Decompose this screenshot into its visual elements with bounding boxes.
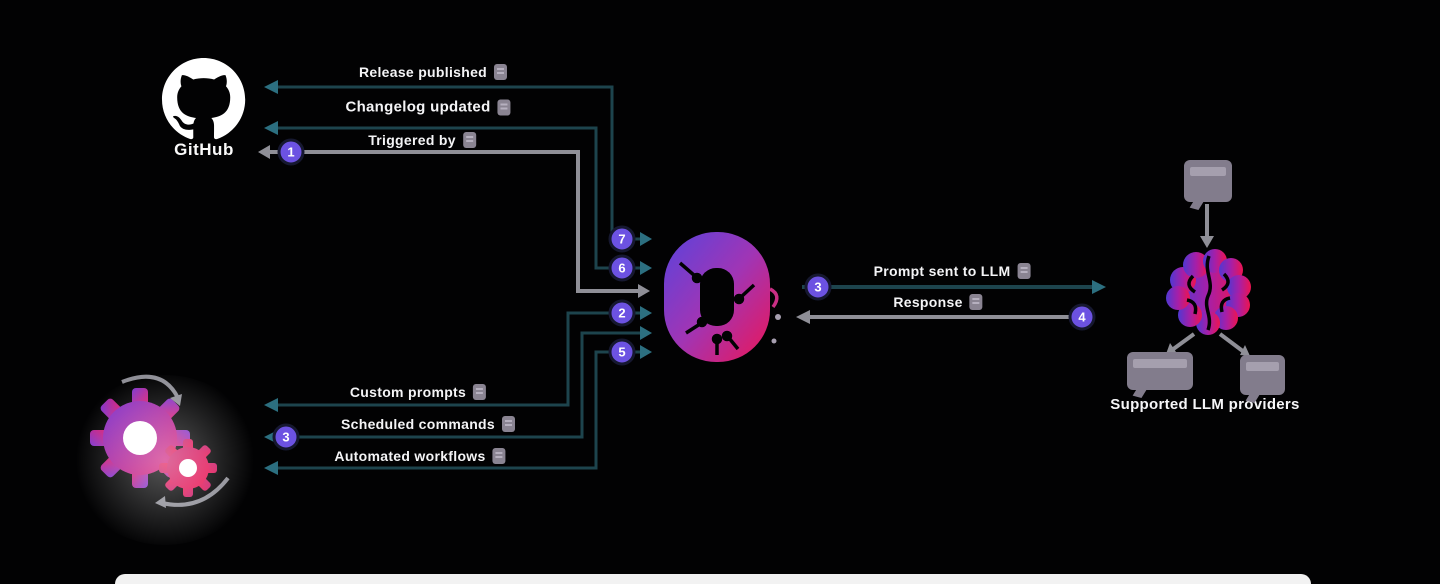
step-badge-3-llm: 3 <box>804 273 832 301</box>
label-changelog-updated: Changelog updated <box>345 98 511 116</box>
label-custom-prompts: Custom prompts <box>349 384 487 400</box>
llm-chip-right <box>1240 355 1285 395</box>
trigger-line <box>264 150 638 293</box>
step-badge-7: 7 <box>608 225 636 253</box>
scroll-icon <box>1017 263 1031 279</box>
chat-icon <box>473 384 487 400</box>
clock-icon <box>502 416 515 432</box>
document-icon <box>497 99 511 115</box>
step-badge-5: 5 <box>608 338 636 366</box>
prompt-sent-text: Prompt sent to LLM <box>873 263 1011 279</box>
llm-chip-left <box>1127 352 1193 390</box>
response-text: Response <box>893 294 963 310</box>
label-automated-workflows: Automated workflows <box>334 448 506 464</box>
llm-brain-icon <box>1166 249 1251 335</box>
custom-prompts-text: Custom prompts <box>349 384 467 400</box>
triggered-by-text: Triggered by <box>368 132 456 148</box>
tag-icon <box>494 64 508 80</box>
label-triggered-by: Triggered by <box>368 132 476 148</box>
sparkle-icon <box>969 294 983 310</box>
github-logo <box>162 58 246 140</box>
step-badge-6: 6 <box>608 254 636 282</box>
automated-workflows-text: Automated workflows <box>334 448 486 464</box>
label-scheduled-commands: Scheduled commands <box>341 416 515 432</box>
lightning-icon <box>462 132 476 148</box>
step-badge-1: 1 <box>277 138 305 166</box>
step-badge-2: 2 <box>608 299 636 327</box>
github-wordmark: GitHub <box>174 140 234 159</box>
page-bottom-bar <box>115 574 1311 584</box>
cycle-arrowheads <box>155 394 182 508</box>
automation-gears-icon <box>90 388 217 497</box>
llm-caption: Supported LLM providers <box>1110 396 1300 413</box>
label-release-published: Release published <box>358 64 508 80</box>
llm-chip-top <box>1184 160 1232 202</box>
cycle-arrows <box>121 374 230 507</box>
step-badge-3-schedule: 3 <box>272 423 300 451</box>
model-connectors <box>1170 204 1246 354</box>
gear-icon <box>492 448 506 464</box>
step-badge-4: 4 <box>1068 303 1096 331</box>
changelog-updated-text: Changelog updated <box>345 98 491 116</box>
scheduled-commands-text: Scheduled commands <box>341 416 495 432</box>
agent-logo <box>664 232 781 362</box>
release-published-text: Release published <box>358 64 488 80</box>
label-prompt-sent: Prompt sent to LLM <box>874 263 1031 279</box>
label-response: Response <box>893 294 983 310</box>
teal-arrowheads <box>264 80 1106 475</box>
gear-glow <box>70 375 260 545</box>
